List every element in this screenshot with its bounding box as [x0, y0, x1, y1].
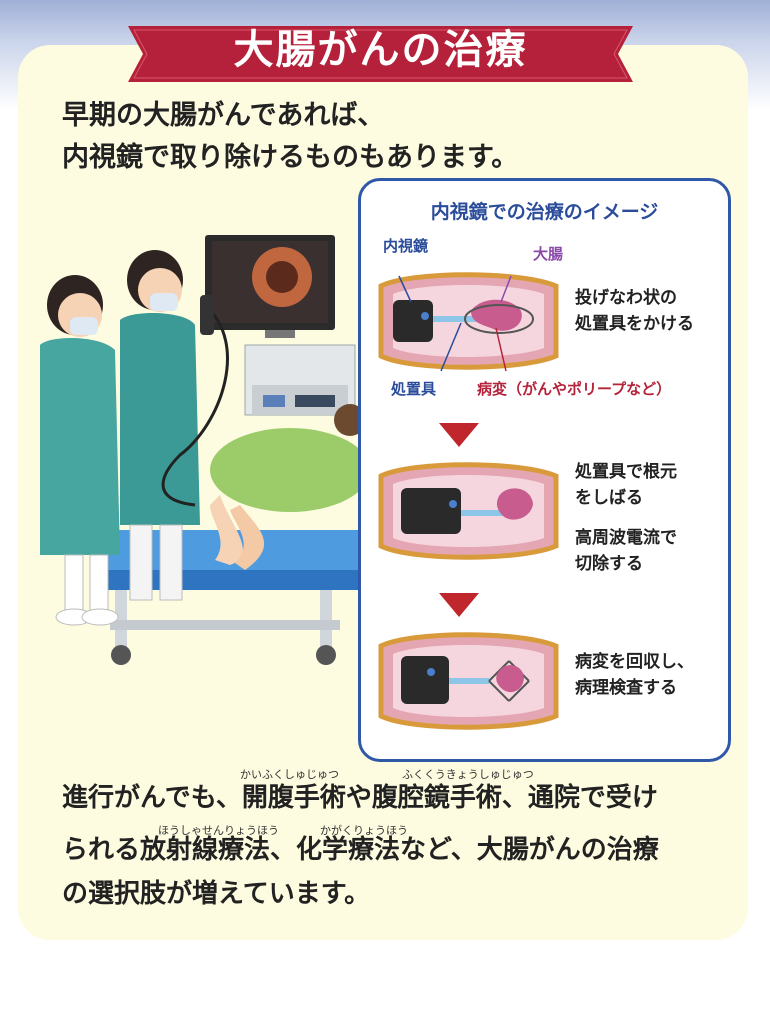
- outro-line-2-wrap: ほうしゃせんりょうほう かがくりょうほう られる放射線療法、化学療法など、大腸が…: [62, 820, 742, 872]
- step-3-line-1: 病変を回収し、: [575, 652, 694, 672]
- outro-line-3: の選択肢が増えています。: [62, 879, 371, 909]
- step-2-text: 処置具で根元 をしばる 高周波電流で 切除する: [575, 459, 677, 577]
- colon-diagram-step-1: [378, 272, 559, 372]
- ruby-kagaku: かがくりょうほう: [320, 824, 408, 837]
- step-3-text: 病変を回収し、 病理検査する: [575, 649, 694, 701]
- outro-text: かいふくしゅじゅつ ふくくうきょうしゅじゅつ 進行がんでも、開腹手術や腹腔鏡手術…: [62, 768, 742, 916]
- step-2-line-4: 切除する: [575, 554, 643, 574]
- intro-line-1: 早期の大腸がんであれば、: [62, 100, 385, 131]
- treatment-panel-title: 内視鏡での治療のイメージ: [430, 201, 659, 223]
- down-arrow-icon: [439, 593, 479, 617]
- step-1-text: 投げなわ状の 処置具をかける: [575, 285, 694, 337]
- outro-line-1: 進行がんでも、開腹手術や腹腔鏡手術、通院で受け: [62, 783, 658, 813]
- treatment-image-panel: 内視鏡での治療のイメージ 内視鏡 大腸 処置具 病変（がんやポリープなど） 投げ…: [358, 178, 731, 762]
- label-instrument: 処置具: [391, 380, 437, 398]
- page-title: 大腸がんの治療: [233, 27, 528, 73]
- step-2-line-1: 処置具で根元: [575, 462, 677, 482]
- intro-text: 早期の大腸がんであれば、 内視鏡で取り除けるものもあります。: [62, 95, 518, 179]
- doctor-illustration: [120, 250, 229, 601]
- patient-illustration: [210, 404, 370, 570]
- step-2-line-2: をしばる: [575, 488, 643, 508]
- label-lesion: 病変（がんやポリープなど）: [477, 380, 672, 398]
- nurse-illustration: [40, 275, 120, 626]
- monitor-illustration: [205, 235, 335, 338]
- down-arrow-icon: [439, 423, 479, 447]
- ruby-kaifuku: かいふくしゅじゅつ: [240, 768, 339, 781]
- equipment-cart-illustration: [244, 344, 356, 416]
- ruby-houshasen: ほうしゃせんりょうほう: [158, 824, 279, 837]
- step-3-line-2: 病理検査する: [575, 678, 677, 698]
- colon-diagram-step-2: [378, 462, 559, 560]
- outro-line-3-wrap: の選択肢が増えています。: [62, 872, 742, 916]
- label-colon: 大腸: [533, 245, 564, 263]
- outro-line-1-wrap: かいふくしゅじゅつ ふくくうきょうしゅじゅつ 進行がんでも、開腹手術や腹腔鏡手術…: [62, 768, 742, 820]
- label-endoscope: 内視鏡: [383, 237, 429, 255]
- ribbon-shape: [128, 26, 633, 82]
- outro-line-2: られる放射線療法、化学療法など、大腸がんの治療: [62, 835, 659, 865]
- ruby-fukukukyo: ふくくうきょうしゅじゅつ: [402, 768, 534, 781]
- step-2-line-3: 高周波電流で: [575, 528, 677, 548]
- step-1-line-1: 投げなわ状の: [575, 288, 677, 308]
- endoscopy-scene-illustration: [40, 235, 370, 665]
- title-banner: 大腸がんの治療: [128, 18, 633, 86]
- step-1-line-2: 処置具をかける: [575, 314, 694, 334]
- colon-diagram-step-3: [378, 632, 559, 730]
- intro-line-2: 内視鏡で取り除けるものもあります。: [62, 142, 519, 173]
